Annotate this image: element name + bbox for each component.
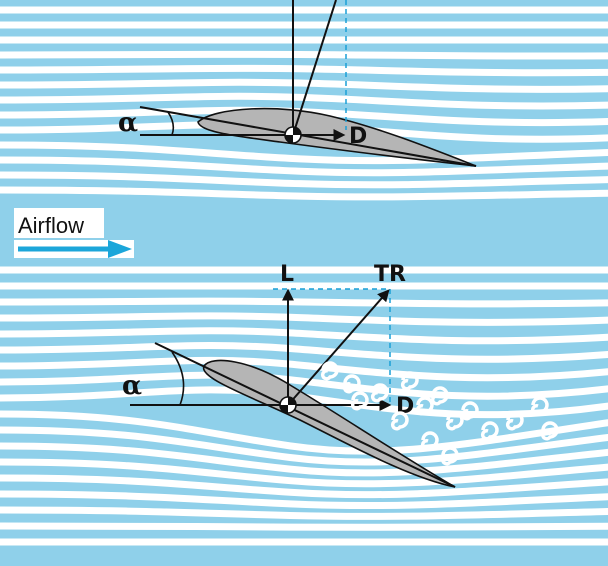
bottom-chord-line <box>154 342 456 488</box>
bottom-total-reaction-label: TR <box>374 262 406 287</box>
eddy <box>350 391 369 411</box>
streamline <box>0 312 608 326</box>
streamline <box>0 141 608 165</box>
airflow-label: Airflow <box>18 213 84 238</box>
bottom-alpha-label: α <box>122 371 142 401</box>
eddy <box>480 421 499 441</box>
top-total-reaction-vector <box>292 0 337 136</box>
streamline <box>0 474 608 499</box>
streamline <box>0 426 608 466</box>
top-chord-line <box>139 106 477 167</box>
streamline <box>0 410 608 455</box>
eddy <box>320 361 339 381</box>
eddy <box>400 371 419 391</box>
streamline <box>0 356 608 382</box>
streamline <box>0 458 608 488</box>
streamline <box>0 522 608 531</box>
streamline <box>0 297 608 308</box>
streamline <box>0 92 608 110</box>
bottom-center-of-pressure <box>279 396 297 414</box>
streamline <box>0 327 608 345</box>
streamline <box>0 490 608 510</box>
streamline <box>0 506 608 520</box>
top-center-of-pressure <box>284 126 302 144</box>
top-drag-label: D <box>349 124 367 149</box>
streamline <box>0 78 608 93</box>
bottom-alpha-arc <box>171 351 185 406</box>
eddy <box>530 396 549 416</box>
top-alpha-label: α <box>118 108 138 138</box>
eddy <box>370 383 389 403</box>
airflow-arrow-head <box>108 240 132 258</box>
eddy <box>415 396 434 416</box>
streamline <box>0 442 608 477</box>
streamline <box>0 171 608 189</box>
streamline <box>0 186 608 201</box>
eddy <box>505 411 524 431</box>
eddy <box>440 446 459 466</box>
streamline <box>0 50 608 60</box>
top-alpha-arc <box>167 111 175 136</box>
top-airfoil-group: α D <box>118 0 477 167</box>
eddy <box>342 374 361 394</box>
streamline <box>0 371 608 400</box>
eddy <box>540 421 559 441</box>
eddy <box>430 386 449 406</box>
eddy <box>460 401 479 421</box>
bottom-total-reaction-vector <box>287 289 390 406</box>
eddy <box>390 411 409 431</box>
airflow-label-bg <box>14 208 104 238</box>
streamline <box>0 342 608 363</box>
streamline <box>0 64 608 77</box>
eddy <box>420 431 439 451</box>
airflow-indicator: Airflow <box>14 208 134 258</box>
turbulent-eddies <box>320 361 559 466</box>
bottom-lift-label: L <box>280 262 294 287</box>
eddy <box>445 411 464 431</box>
streamline <box>0 156 608 177</box>
